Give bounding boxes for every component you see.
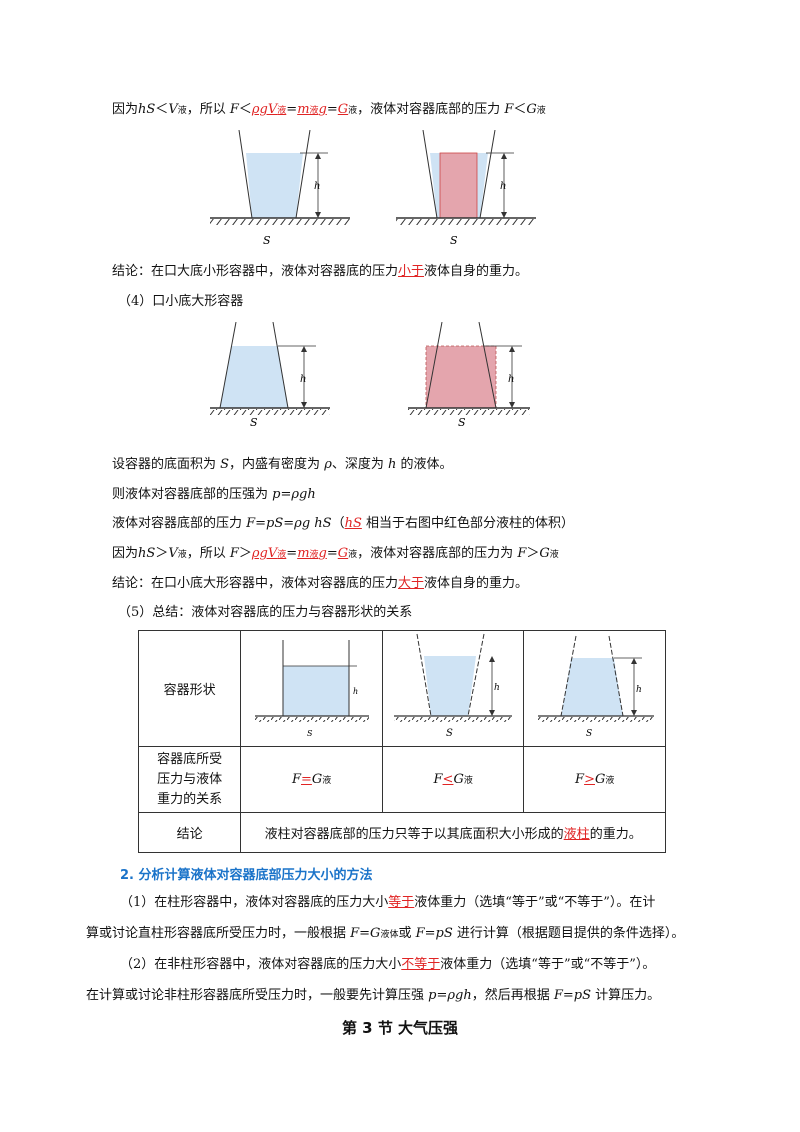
- base-label: S: [446, 728, 453, 739]
- table-row: 容器形状 h S h: [137, 630, 666, 747]
- conclusion-cell: 液柱对容器底部的压力只等于以其底面积大小形成的液柱的重力。: [240, 812, 666, 853]
- row-label-relation: 容器底所受压力与液体重力的关系: [137, 746, 242, 813]
- base-label: S: [586, 729, 592, 739]
- height-label: h: [353, 687, 358, 696]
- method-heading: 2. 分析计算液体对容器底部压力大小的方法: [120, 868, 373, 883]
- shape-relation-table: 容器形状 h S h: [137, 630, 666, 853]
- relation-cell-less: F<G液: [381, 746, 525, 813]
- section-title: 第 3 节 大气压强: [341, 1019, 459, 1037]
- conclusion-line-2: 结论：在口小底大形容器中，液体对容器底的压力大于液体自身的重力。: [112, 576, 529, 591]
- height-label: h: [500, 181, 506, 192]
- cylinder-figure-cell: h S: [240, 630, 383, 747]
- table-row: 结论 液柱对容器底部的压力只等于以其底面积大小形成的液柱的重力。: [137, 812, 666, 853]
- narrow-mouth-container-figure: h S: [537, 635, 654, 739]
- cylinder-container-figure: h S: [254, 639, 369, 738]
- method-paragraph-2-cont: 在计算或讨论非柱形容器底所受压力时，一般要先计算压强 p=ρgh，然后再根据 F…: [86, 988, 661, 1003]
- method-paragraph-1: （1）在柱形容器中，液体对容器底的压力大小等于液体重力（选填“等于”或“不等于”…: [120, 895, 656, 910]
- reason-line-2: 因为hS＞V液，所以 F＞ρgV液=m液g=G液，液体对容器底部的压力为 F＞G…: [112, 546, 559, 561]
- narrow-mouth-figure-cell: h S: [523, 630, 666, 747]
- row-label-conclusion: 结论: [137, 812, 242, 853]
- method-paragraph-2: （2）在非柱形容器中，液体对容器底的压力大小不等于液体重力（选填“等于”或“不等…: [120, 957, 656, 972]
- relation-cell-greater: F>G液: [523, 746, 666, 813]
- base-label: S: [458, 416, 466, 429]
- force-line: 液体对容器底部的压力 F=pS=ρg hS（hS 相当于右图中红色部分液柱的体积…: [112, 516, 574, 531]
- subsection-4-title: （4）口小底大形容器: [118, 294, 244, 309]
- row-label-shape: 容器形状: [137, 630, 242, 747]
- method-paragraph-1-cont: 算或讨论直柱形容器底所受压力时，一般根据 F=G液体或 F=pS 进行计算（根据…: [86, 926, 685, 941]
- conclusion-line-1: 结论：在口大底小形容器中，液体对容器底的压力小于液体自身的重力。: [112, 264, 529, 279]
- base-label: S: [450, 234, 458, 247]
- relation-cell-equal: F=G液: [240, 746, 383, 813]
- height-label: h: [508, 374, 514, 385]
- container-left: h S: [210, 130, 350, 247]
- base-label: S: [263, 234, 271, 247]
- setup-line: 设容器的底面积为 S，内盛有密度为 ρ、深度为 h 的液体。: [112, 457, 453, 472]
- subsection-5-title: （5）总结：液体对容器底的压力与容器形状的关系: [118, 605, 413, 620]
- figure-narrow-mouth-containers: h S h S: [210, 322, 530, 429]
- height-label: h: [314, 181, 320, 192]
- wide-mouth-figure-cell: h S: [381, 630, 525, 747]
- figure-wide-mouth-containers: h S h S: [210, 130, 536, 247]
- container-right: h S: [408, 322, 530, 429]
- table-row: 容器底所受压力与液体重力的关系 F=G液 F<G液 F>G液: [137, 746, 666, 813]
- reason-line-1: 因为hS＜V液，所以 F＜ρgV液=m液g=G液，液体对容器底部的压力 F＜G液: [112, 102, 546, 117]
- height-label: h: [300, 374, 306, 385]
- base-label: S: [307, 729, 313, 738]
- pressure-line: 则液体对容器底部的压强为 p=ρgh: [112, 487, 316, 502]
- height-label: h: [636, 685, 642, 695]
- container-right: h S: [396, 130, 536, 247]
- wide-mouth-container-figure: h S: [394, 633, 513, 739]
- base-label: S: [250, 416, 258, 429]
- container-left: h S: [210, 322, 330, 429]
- height-label: h: [494, 683, 500, 693]
